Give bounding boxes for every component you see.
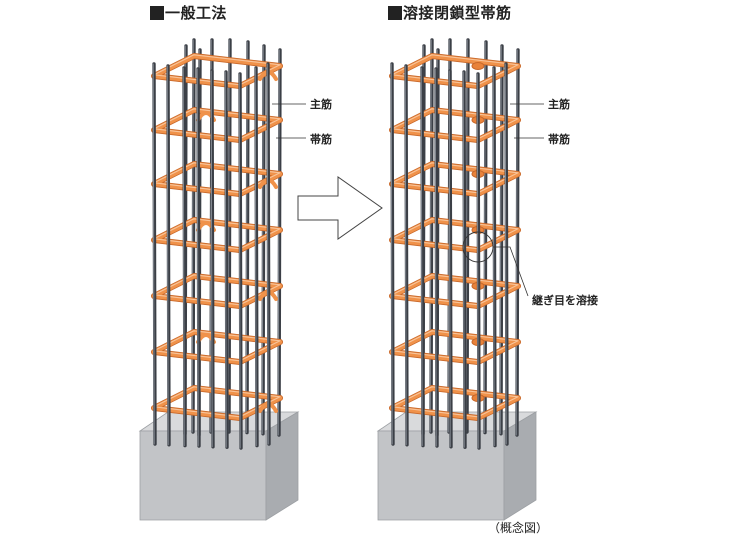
hoop: [389, 217, 521, 253]
main-bar-highlight: [429, 39, 432, 433]
footing-front: [377, 430, 505, 521]
main-bar-highlight: [166, 65, 169, 446]
main-bar: [210, 69, 215, 449]
main-bar: [483, 40, 488, 435]
main-bar-highlight: [191, 39, 194, 433]
title-square-icon: [150, 5, 164, 20]
main-bar: [166, 64, 171, 447]
main-bar-highlight: [390, 63, 393, 445]
main-bar: [182, 66, 187, 448]
hoop: [389, 53, 521, 89]
weld-bead: [471, 62, 485, 70]
main-bar: [515, 48, 520, 437]
main-bar-highlight: [434, 68, 437, 447]
main-bar-highlight: [483, 41, 486, 434]
hoop: [151, 161, 283, 197]
footing-side: [265, 411, 299, 521]
hoop: [389, 161, 521, 197]
left-title-text: 一般工法: [165, 4, 228, 22]
main-bar-highlight: [210, 70, 213, 448]
main-bar: [462, 70, 467, 449]
title-square-icon: [388, 5, 402, 20]
hoop: [151, 53, 283, 89]
footing-side: [503, 411, 537, 521]
main-bar: [492, 66, 497, 448]
leader-weld: [493, 246, 529, 297]
transition-arrow: [297, 176, 383, 240]
main-bar-highlight: [448, 70, 451, 448]
footing-front: [139, 430, 267, 521]
main-bar: [238, 72, 243, 450]
main-bar-highlight: [420, 67, 423, 447]
main-bar-highlight: [266, 63, 269, 445]
concept-note: （概念図）: [488, 521, 549, 535]
main-bar-highlight: [504, 63, 507, 445]
left-label-hoop: 帯筋: [310, 133, 332, 146]
main-bar: [420, 66, 425, 448]
main-bar-highlight: [515, 49, 518, 436]
main-bar: [152, 62, 157, 446]
main-bar: [277, 48, 282, 437]
main-bar: [191, 38, 196, 434]
main-bar-highlight: [404, 65, 407, 446]
main-bar-highlight: [277, 49, 280, 436]
main-bar: [196, 67, 201, 448]
hoop: [389, 273, 521, 309]
main-bar-highlight: [152, 63, 155, 445]
left-title: 一般工法: [150, 2, 227, 23]
right-title: 溶接閉鎖型帯筋: [388, 2, 512, 23]
main-bar-highlight: [245, 41, 248, 434]
right-label-weld: 継ぎ目を溶接: [532, 294, 598, 307]
main-bar: [434, 67, 439, 448]
main-bar: [224, 70, 229, 449]
main-bar: [245, 40, 250, 435]
main-bar: [448, 69, 453, 449]
left-label-main-bar: 主筋: [310, 98, 332, 111]
main-bar-highlight: [238, 73, 241, 449]
main-bar: [227, 38, 232, 434]
main-bar: [254, 66, 259, 448]
main-bar-highlight: [254, 67, 257, 447]
right-label-main-bar: 主筋: [548, 98, 570, 111]
main-bar-highlight: [182, 67, 185, 447]
main-bar: [476, 72, 481, 450]
main-bar-highlight: [476, 73, 479, 449]
main-bar-highlight: [492, 67, 495, 447]
main-bar: [390, 62, 395, 446]
right-title-text: 溶接閉鎖型帯筋: [403, 4, 512, 22]
hoop: [151, 107, 283, 143]
main-bar: [266, 62, 271, 446]
hoop: [151, 273, 283, 309]
right-label-hoop: 帯筋: [548, 133, 570, 146]
hoop: [389, 329, 521, 365]
main-bar-highlight: [462, 71, 465, 448]
hoop: [151, 217, 283, 253]
main-bar-highlight: [196, 68, 199, 447]
main-bar: [504, 62, 509, 446]
main-bar-highlight: [224, 71, 227, 448]
hoop: [389, 107, 521, 143]
main-bar: [429, 38, 434, 434]
main-bar: [404, 64, 409, 447]
hoop: [151, 329, 283, 365]
